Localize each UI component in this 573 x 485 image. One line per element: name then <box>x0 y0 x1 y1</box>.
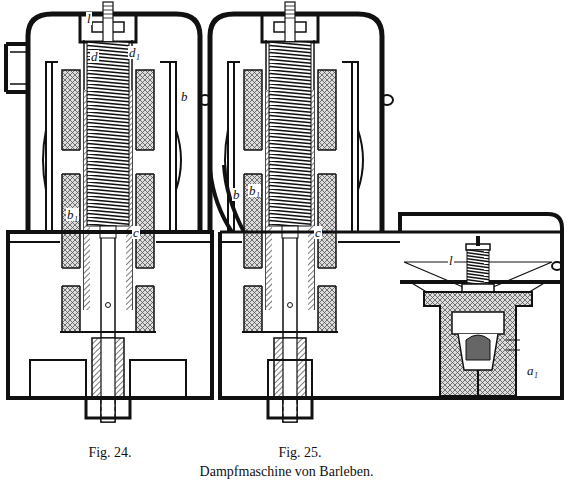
part-letter: b <box>232 188 241 201</box>
figure-number: Fig. 24. <box>88 446 131 460</box>
part-letter: c <box>314 226 322 239</box>
part-letter: d <box>90 50 99 63</box>
part-letter: b <box>180 90 189 103</box>
part-letter: l <box>448 254 454 267</box>
part-letter: d₁ <box>128 46 141 59</box>
part-letter: b₁ <box>66 208 79 221</box>
figure-caption: Dampfmaschine von Barleben. <box>200 465 374 479</box>
part-letter: c <box>132 226 140 239</box>
part-letter: a₁ <box>526 364 539 377</box>
figure-number: Fig. 25. <box>278 446 321 460</box>
part-letter: b₁ <box>248 184 261 197</box>
part-letter: l <box>86 12 92 25</box>
